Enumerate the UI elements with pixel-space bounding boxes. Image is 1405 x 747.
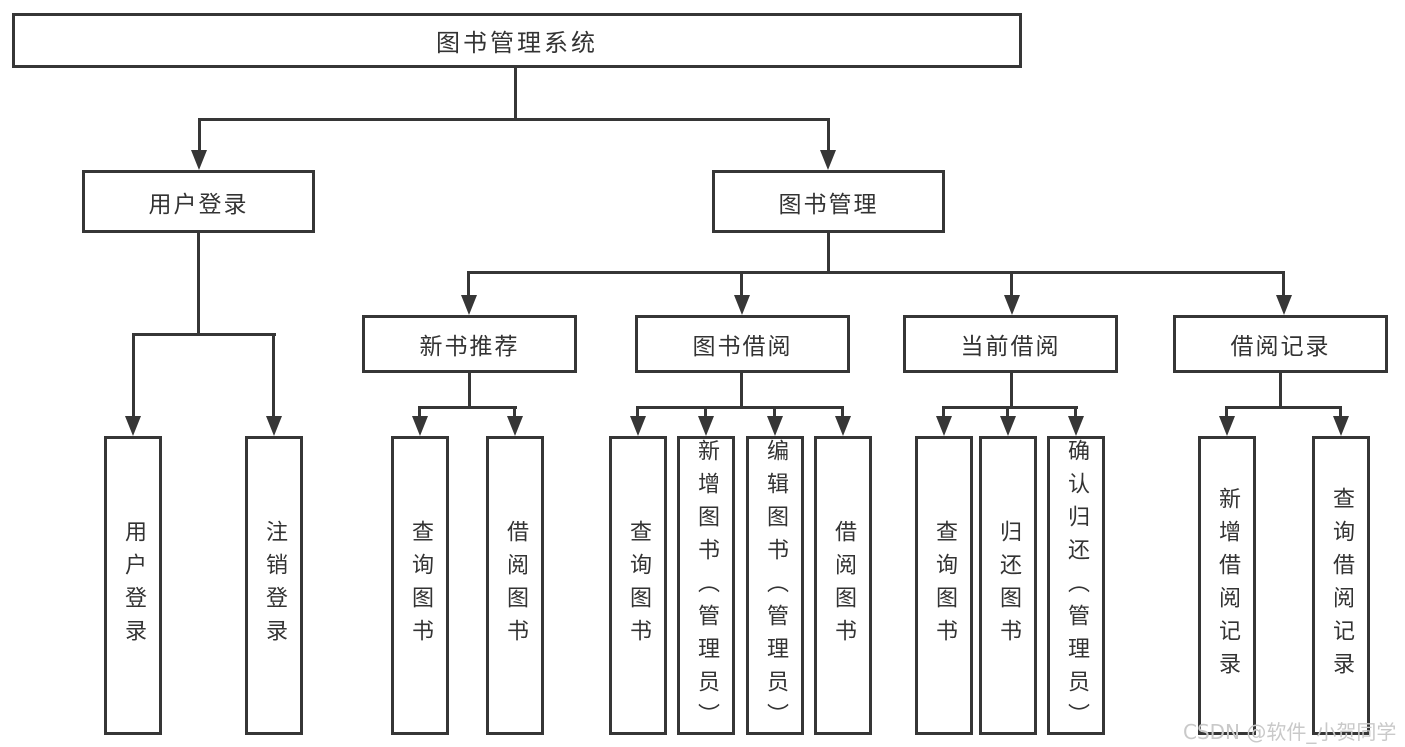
leaf-current-return: 归还图书 — [979, 436, 1037, 735]
leaf-records-add-label: 新增借阅记录 — [1215, 486, 1240, 685]
connector-bookmgmt-hline — [467, 271, 1284, 274]
leaf-borrow-borrow: 借阅图书 — [814, 436, 872, 735]
arrow-down-icon — [835, 416, 851, 436]
leaf-current-confirm-label: 确认归还（管理员） — [1064, 439, 1089, 736]
node-bookmgmt-label: 图书管理 — [778, 191, 879, 218]
connector-currentmod-stem — [1010, 271, 1013, 297]
leaf-borrow-add: 新增图书（管理员） — [677, 436, 735, 736]
leaf-user-login: 用户登录 — [104, 436, 162, 735]
leaf-current-confirm: 确认归还（管理员） — [1047, 436, 1105, 736]
arrow-down-icon — [1004, 295, 1020, 315]
connector-leaf-stem — [1339, 406, 1342, 418]
arrow-down-icon — [125, 416, 141, 436]
leaf-logout-label: 注销登录 — [262, 519, 287, 652]
connector-leaf-stem — [773, 406, 776, 418]
connector-login-vline — [197, 233, 200, 333]
node-login-label: 用户登录 — [148, 191, 249, 218]
arrow-down-icon — [1068, 416, 1084, 436]
node-root-label: 图书管理系统 — [436, 29, 598, 57]
arrow-down-icon — [820, 150, 836, 170]
arrow-down-icon — [1333, 416, 1349, 436]
connector-newbook-vline — [468, 373, 471, 409]
connector-borrowmod-vline — [740, 373, 743, 409]
connector-root-hline — [198, 118, 830, 121]
leaf-current-query-label: 查询图书 — [932, 519, 957, 652]
connector-currentmod-hline — [942, 406, 1078, 409]
connector-leaf-stem — [1006, 406, 1009, 418]
connector-newbook-stem — [467, 271, 470, 297]
arrow-down-icon — [698, 416, 714, 436]
node-newbook: 新书推荐 — [362, 315, 577, 373]
leaf-current-return-label: 归还图书 — [996, 519, 1021, 652]
connector-leaf-stem — [1225, 406, 1228, 418]
connector-leaf-stem — [704, 406, 707, 418]
connector-recordsmod-stem — [1282, 271, 1285, 297]
node-newbook-label: 新书推荐 — [419, 334, 520, 360]
connector-login-hline — [132, 333, 276, 336]
connector-leaf-stem — [841, 406, 844, 418]
arrow-down-icon — [936, 416, 952, 436]
connector-bookmgmt-stem — [827, 118, 830, 152]
leaf-newbook-query: 查询图书 — [391, 436, 449, 735]
leaf-logout: 注销登录 — [245, 436, 303, 735]
connector-leaf-stem — [513, 406, 516, 418]
leaf-records-add: 新增借阅记录 — [1198, 436, 1256, 735]
node-borrowmod-label: 图书借阅 — [692, 334, 793, 360]
leaf-newbook-borrow: 借阅图书 — [486, 436, 544, 735]
connector-currentmod-vline — [1010, 373, 1013, 409]
node-currentmod-label: 当前借阅 — [960, 334, 1061, 360]
leaf-current-query: 查询图书 — [915, 436, 973, 735]
node-bookmgmt: 图书管理 — [712, 170, 945, 233]
connector-leaf-stem — [418, 406, 421, 418]
connector-login-stem — [198, 118, 201, 152]
leaf-borrow-edit: 编辑图书（管理员） — [746, 436, 804, 736]
connector-borrowmod-stem — [740, 271, 743, 297]
arrow-down-icon — [461, 295, 477, 315]
leaf-borrow-add-label: 新增图书（管理员） — [694, 439, 719, 736]
arrow-down-icon — [266, 416, 282, 436]
connector-bookmgmt-vline — [827, 233, 830, 273]
connector-recordsmod-vline — [1279, 373, 1282, 409]
node-currentmod: 当前借阅 — [903, 315, 1118, 373]
connector-leaf-stem — [942, 406, 945, 418]
node-recordsmod: 借阅记录 — [1173, 315, 1388, 373]
leaf-borrow-borrow-label: 借阅图书 — [831, 519, 856, 652]
connector-recordsmod-hline — [1225, 406, 1342, 409]
connector-leaf-stem — [1074, 406, 1077, 418]
connector-borrowmod-hline — [636, 406, 844, 409]
csdn-watermark: CSDN @软件_小贺同学 — [1183, 720, 1397, 744]
arrow-down-icon — [1219, 416, 1235, 436]
leaf-newbook-query-label: 查询图书 — [408, 519, 433, 652]
arrow-down-icon — [412, 416, 428, 436]
node-root: 图书管理系统 — [12, 13, 1022, 68]
arrow-down-icon — [767, 416, 783, 436]
arrow-down-icon — [1000, 416, 1016, 436]
node-borrowmod: 图书借阅 — [635, 315, 850, 373]
arrow-down-icon — [734, 295, 750, 315]
connector-leaf-stem — [636, 406, 639, 418]
leaf-records-query: 查询借阅记录 — [1312, 436, 1370, 735]
leaf-borrow-query: 查询图书 — [609, 436, 667, 735]
connector-leaf-stem — [272, 333, 275, 418]
leaf-borrow-query-label: 查询图书 — [626, 519, 651, 652]
arrow-down-icon — [507, 416, 523, 436]
leaf-borrow-edit-label: 编辑图书（管理员） — [763, 439, 788, 736]
connector-newbook-hline — [418, 406, 517, 409]
arrow-down-icon — [1276, 295, 1292, 315]
node-recordsmod-label: 借阅记录 — [1230, 334, 1331, 360]
leaf-newbook-borrow-label: 借阅图书 — [503, 519, 528, 652]
connector-leaf-stem — [132, 333, 135, 418]
arrow-down-icon — [191, 150, 207, 170]
arrow-down-icon — [630, 416, 646, 436]
leaf-records-query-label: 查询借阅记录 — [1329, 486, 1354, 685]
node-login: 用户登录 — [82, 170, 315, 233]
leaf-user-login-label: 用户登录 — [121, 519, 146, 652]
connector-root-vline — [514, 68, 517, 118]
